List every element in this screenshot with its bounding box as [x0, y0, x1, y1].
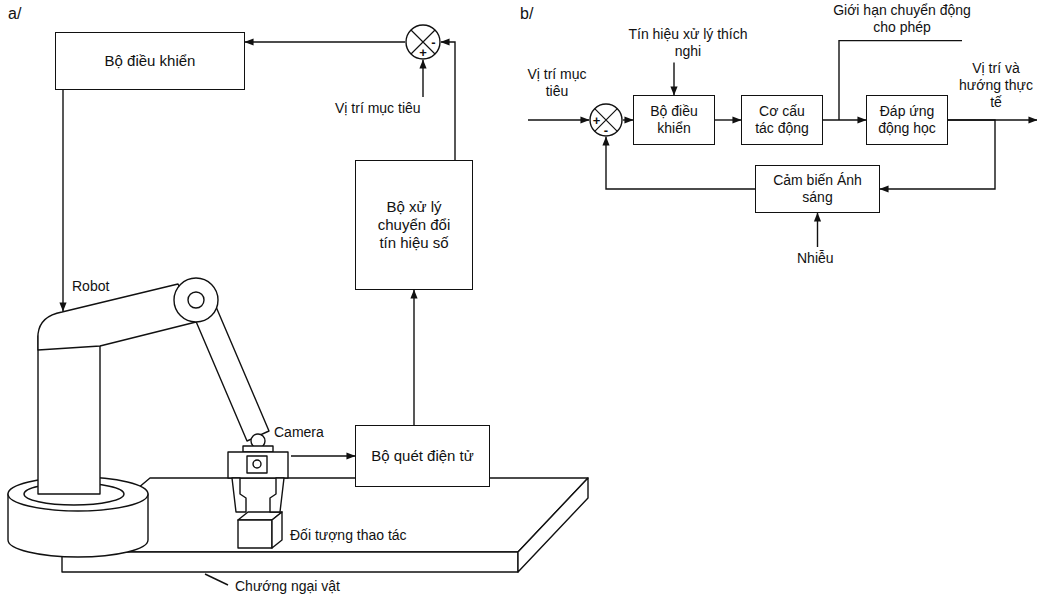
gripper-jaw — [232, 478, 246, 512]
box-label: Đáp ứng động học — [873, 103, 941, 137]
noise-arrow — [817, 213, 818, 247]
sign-symbol: - — [604, 123, 608, 136]
robot-elbow — [174, 278, 218, 322]
process-box: Bộ điều khiển — [55, 32, 245, 90]
annotation-label: Đối tượng thao tác — [290, 527, 407, 544]
annotation-label: Robot — [72, 278, 109, 295]
signal-arrow — [823, 119, 866, 120]
annotation-label: Nhiễu — [797, 250, 834, 267]
signal-arrow — [245, 41, 405, 42]
signal-arrow — [413, 290, 414, 425]
annotation-label: a/ — [8, 4, 21, 23]
box-label: Bộ quét điện tử — [371, 447, 474, 465]
annotation-label: Vị trí mục tiêu — [335, 100, 421, 117]
annotation-label: Chướng ngại vật — [235, 578, 340, 595]
sign-symbol: + — [593, 114, 601, 127]
object-front — [238, 520, 272, 548]
signal-arrow — [715, 119, 741, 120]
box-label: Cảm biến Ánh sáng — [764, 172, 871, 206]
table-side — [518, 478, 588, 572]
gripper-jaw — [270, 478, 284, 512]
annotation-label: b/ — [520, 4, 533, 23]
process-box: Cảm biến Ánh sáng — [755, 165, 880, 213]
input-arrow — [528, 119, 589, 120]
summing-junction: +- — [589, 103, 623, 137]
annotation-label: Tín hiệu xử lý thích nghi — [628, 26, 748, 60]
input-arrow — [673, 63, 674, 95]
gripper-body — [228, 452, 288, 478]
box-label: Bộ xử lý chuyển đổi tín hiệu số — [376, 198, 452, 252]
camera-lens — [253, 460, 261, 468]
control-line — [62, 90, 63, 311]
annotation-label: Camera — [274, 424, 324, 441]
summing-junction: +- — [405, 24, 441, 60]
annotation-label: Vị trí mục tiêu — [526, 66, 588, 100]
object-side — [272, 512, 282, 548]
camera-signal — [291, 455, 355, 456]
annotation-label: Giới hạn chuyển động cho phép — [822, 2, 982, 36]
signal-arrow — [623, 119, 633, 120]
robot-column — [38, 336, 100, 494]
process-box: Đáp ứng động học — [866, 95, 948, 145]
sign-symbol: + — [419, 46, 427, 59]
signal-arrow — [441, 42, 455, 160]
robot-flange — [243, 446, 273, 452]
camera-body — [247, 456, 267, 473]
box-label: Bộ điều khiển — [105, 52, 196, 70]
robot-elbow-hub — [188, 292, 204, 308]
table-front — [62, 552, 518, 572]
output-arrow — [948, 119, 1037, 120]
sign-symbol: - — [431, 36, 435, 49]
process-box: Cơ cấu tác động — [741, 95, 823, 145]
process-box: Bộ điều khiển — [633, 95, 715, 145]
leader-line — [205, 574, 228, 585]
process-box: Bộ xử lý chuyển đổi tín hiệu số — [355, 160, 473, 290]
robot-upper-arm — [38, 284, 196, 350]
input-arrow — [422, 60, 423, 97]
annotation-label: Vị trí và hướng thực tế — [958, 60, 1034, 110]
process-box: Bộ quét điện tử — [355, 425, 490, 487]
box-label: Bộ điều khiển — [640, 103, 708, 137]
box-label: Cơ cấu tác động — [748, 103, 816, 137]
